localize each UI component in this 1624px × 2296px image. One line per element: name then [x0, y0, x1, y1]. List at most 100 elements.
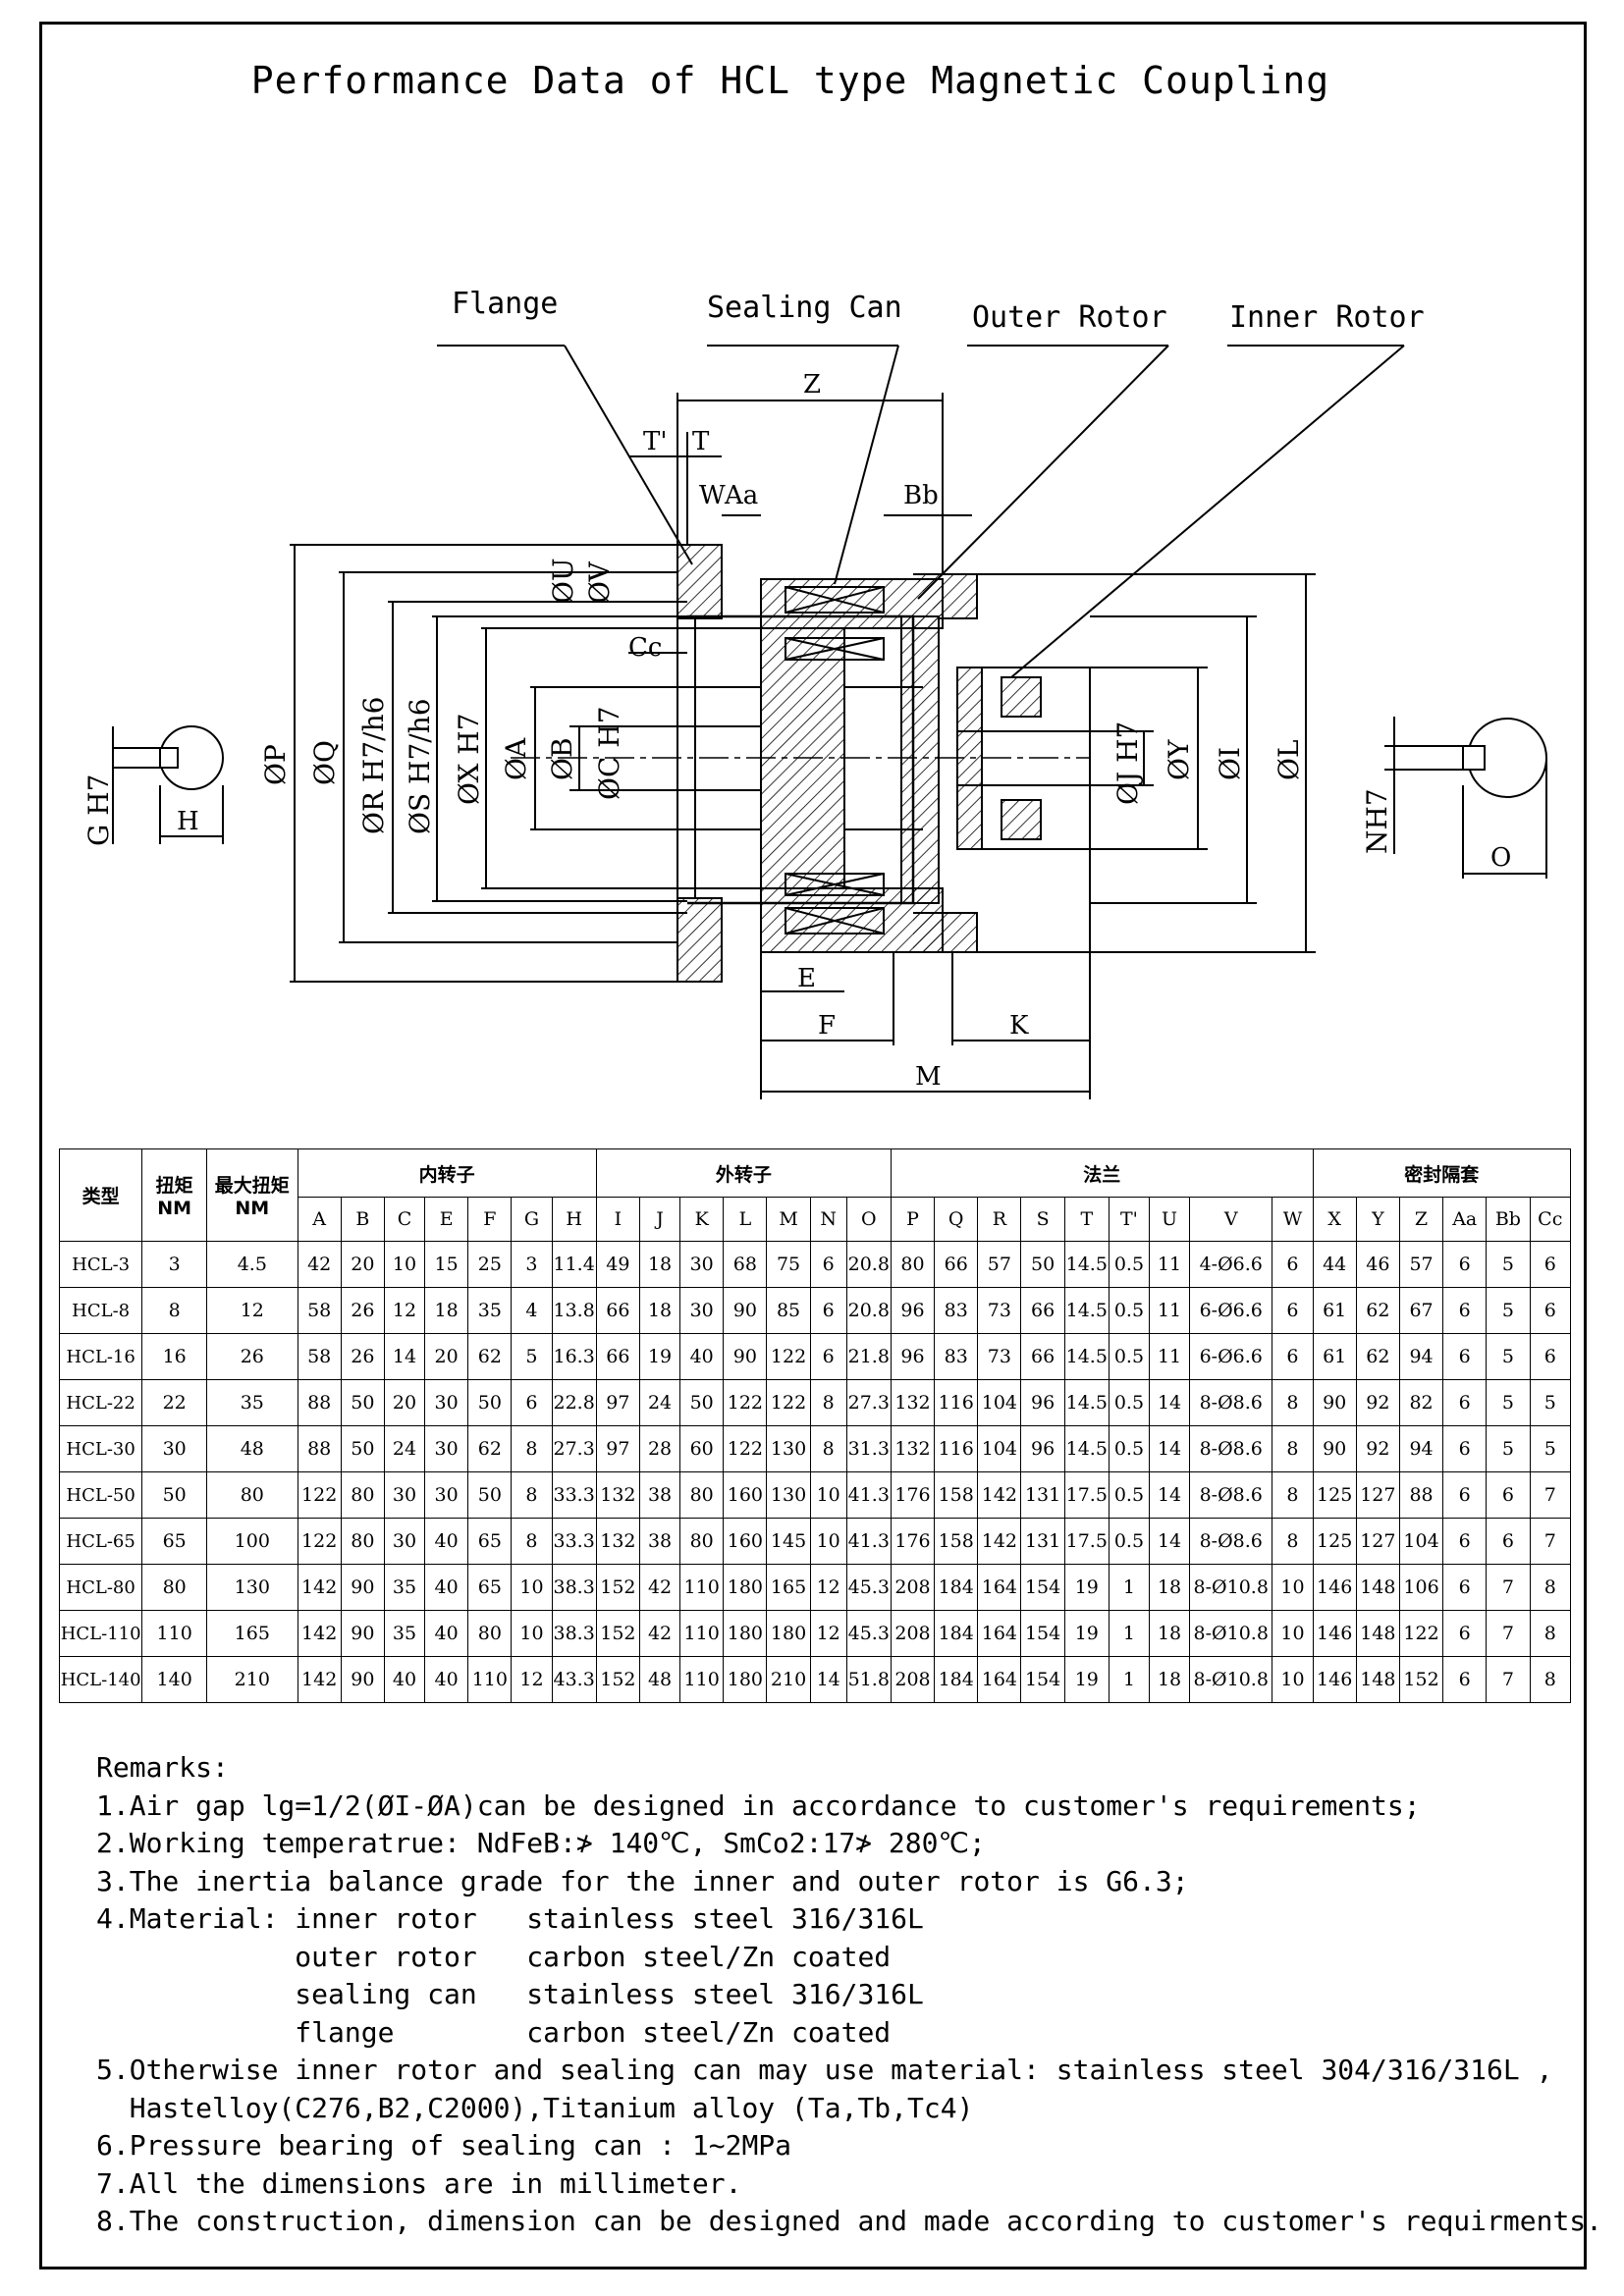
dim-p: ØP — [259, 744, 292, 785]
table-cell: 142 — [297, 1610, 342, 1657]
table-cell: 6-Ø6.6 — [1189, 1333, 1273, 1380]
table-cell: 96 — [1020, 1379, 1065, 1426]
table-cell: 96 — [890, 1287, 936, 1334]
th-col-m: M — [766, 1197, 811, 1242]
table-cell-model: HCL-65 — [58, 1518, 143, 1565]
th-col-t: T — [1063, 1197, 1110, 1242]
table-cell: 66 — [1020, 1333, 1065, 1380]
table-cell: 88 — [297, 1379, 342, 1426]
table-cell: 122 — [723, 1379, 768, 1426]
th-col-s: S — [1020, 1197, 1065, 1242]
table-cell: 6 — [1442, 1333, 1488, 1380]
table-cell: 3 — [511, 1241, 553, 1288]
table-cell: 62 — [1355, 1333, 1400, 1380]
table-cell: 25 — [467, 1241, 513, 1288]
table-cell: 67 — [1398, 1287, 1444, 1334]
table-cell: 12 — [383, 1287, 426, 1334]
table-cell: 20 — [424, 1333, 469, 1380]
th-col-l: L — [723, 1197, 768, 1242]
table-cell: 116 — [934, 1379, 979, 1426]
table-cell: 33.3 — [551, 1471, 597, 1519]
table-cell: 83 — [934, 1333, 979, 1380]
dim-t-prime: T' — [643, 427, 668, 456]
table-cell: 35 — [383, 1610, 426, 1657]
table-cell: 21.8 — [845, 1333, 892, 1380]
table-cell: 19 — [638, 1333, 681, 1380]
table-cell: 5 — [1486, 1241, 1531, 1288]
table-cell: 42 — [638, 1610, 681, 1657]
table-cell: 158 — [934, 1471, 979, 1519]
table-cell: 58 — [297, 1333, 342, 1380]
table-cell: 73 — [977, 1333, 1022, 1380]
table-cell: 10 — [809, 1471, 847, 1519]
table-cell: 122 — [723, 1425, 768, 1472]
table-cell: 14.5 — [1063, 1287, 1110, 1334]
table-cell: 152 — [595, 1610, 640, 1657]
table-cell: 6 — [1442, 1656, 1488, 1703]
table-cell: 50 — [340, 1379, 385, 1426]
table-cell: 10 — [511, 1610, 553, 1657]
table-cell: 30 — [141, 1425, 208, 1472]
table-cell: 30 — [679, 1241, 725, 1288]
th-col-v: V — [1189, 1197, 1273, 1242]
table-cell: 125 — [1312, 1471, 1357, 1519]
table-cell: 14 — [1148, 1425, 1191, 1472]
remark-line: 3.The inertia balance grade for the inne… — [96, 1864, 1189, 1897]
table-cell: 8-Ø8.6 — [1189, 1379, 1273, 1426]
table-cell: 6 — [1272, 1287, 1314, 1334]
table-cell: 73 — [977, 1287, 1022, 1334]
dim-r: ØR H7/h6 — [357, 697, 390, 834]
table-cell: 12 — [809, 1564, 847, 1611]
table-cell: 62 — [467, 1333, 513, 1380]
table-cell: 46 — [1355, 1241, 1400, 1288]
table-cell: 26 — [206, 1333, 298, 1380]
table-cell: 90 — [723, 1287, 768, 1334]
table-cell: 8-Ø8.6 — [1189, 1518, 1273, 1565]
table-cell: 6-Ø6.6 — [1189, 1287, 1273, 1334]
outer-magnet-bottom — [785, 907, 885, 934]
dim-k: K — [1009, 1011, 1029, 1041]
table-cell: 8-Ø10.8 — [1189, 1564, 1273, 1611]
table-cell: 7 — [1486, 1610, 1531, 1657]
table-cell: 80 — [340, 1518, 385, 1565]
table-cell: 5 — [1486, 1425, 1531, 1472]
table-cell: 26 — [340, 1333, 385, 1380]
table-cell: 148 — [1355, 1564, 1400, 1611]
table-cell: 75 — [766, 1241, 811, 1288]
table-cell: 92 — [1355, 1425, 1400, 1472]
callout-sealing-can: Sealing Can — [707, 291, 902, 325]
table-cell: 8 — [1529, 1610, 1571, 1657]
table-cell: 44 — [1312, 1241, 1357, 1288]
table-cell: 80 — [141, 1564, 208, 1611]
table-cell: 24 — [383, 1425, 426, 1472]
table-cell: 160 — [723, 1518, 768, 1565]
dim-u: ØU — [547, 558, 579, 604]
table-cell: 3 — [141, 1241, 208, 1288]
table-cell: 127 — [1355, 1518, 1400, 1565]
table-cell: 92 — [1355, 1379, 1400, 1426]
table-cell: 82 — [1398, 1379, 1444, 1426]
table-cell: 5 — [1486, 1379, 1531, 1426]
table-cell: 146 — [1312, 1610, 1357, 1657]
dim-e: E — [797, 964, 816, 993]
table-cell: 6 — [1442, 1379, 1488, 1426]
table-cell: 127 — [1355, 1471, 1400, 1519]
table-cell: 132 — [890, 1425, 936, 1472]
table-cell: 184 — [934, 1610, 979, 1657]
th-col-c: C — [383, 1197, 426, 1242]
table-cell: 6 — [1442, 1518, 1488, 1565]
table-cell: 35 — [467, 1287, 513, 1334]
table-cell: 6 — [1272, 1333, 1314, 1380]
table-cell: 17.5 — [1063, 1471, 1110, 1519]
table-cell-model: HCL-50 — [58, 1471, 143, 1519]
table-cell: 110 — [679, 1656, 725, 1703]
table-cell: 41.3 — [845, 1471, 892, 1519]
outer-magnet-top — [785, 586, 885, 614]
table-cell: 14.5 — [1063, 1241, 1110, 1288]
table-cell: 8 — [809, 1379, 847, 1426]
table-cell: 154 — [1020, 1610, 1065, 1657]
table-cell: 180 — [723, 1564, 768, 1611]
